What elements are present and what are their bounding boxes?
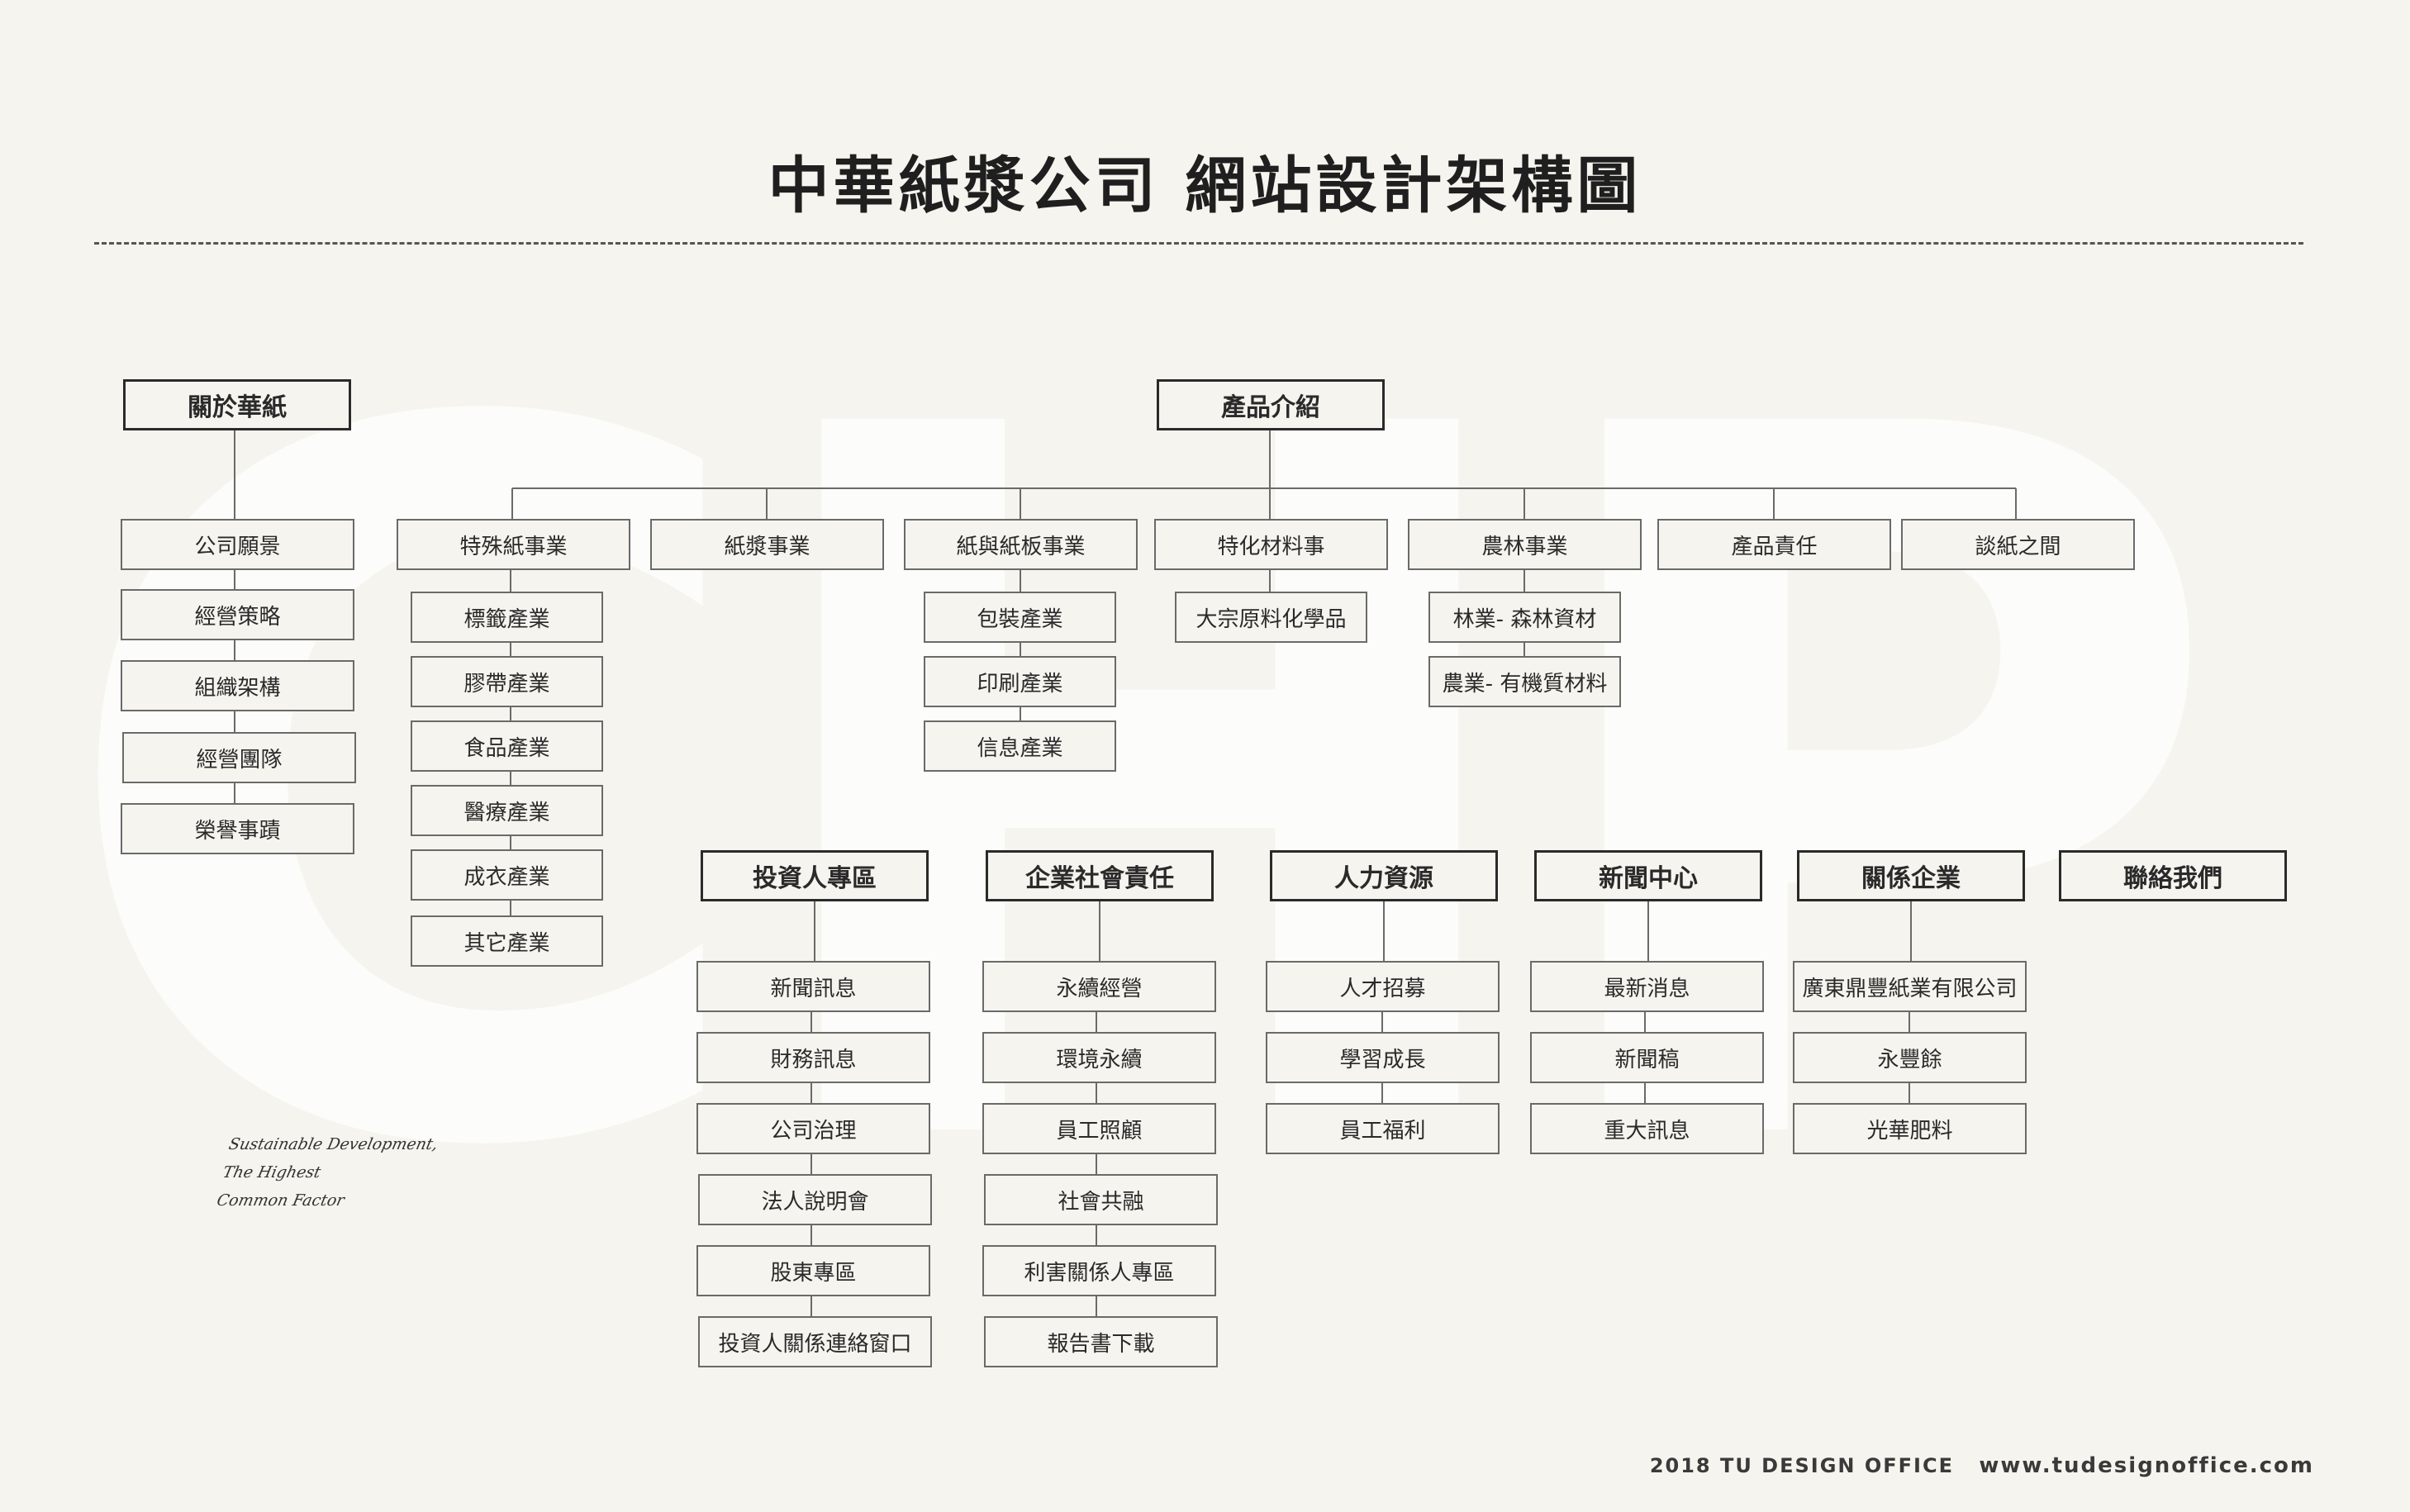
materials-item[interactable]: 大宗原料化學品 <box>1175 592 1367 643</box>
csr-item[interactable]: 社會共融 <box>984 1174 1218 1225</box>
product-category-paper-talk[interactable]: 談紙之間 <box>1901 519 2135 570</box>
about-team[interactable]: 經營團隊 <box>122 732 356 783</box>
product-category-paperboard[interactable]: 紙與紙板事業 <box>904 519 1138 570</box>
specialty-item[interactable]: 成衣產業 <box>411 849 603 901</box>
paperboard-item[interactable]: 包裝產業 <box>924 592 1116 643</box>
signature-line: Common Factor <box>215 1191 346 1210</box>
nav-products[interactable]: 產品介紹 <box>1157 379 1385 430</box>
investors-item[interactable]: 投資人關係連絡窗口 <box>698 1316 932 1367</box>
investors-item[interactable]: 新聞訊息 <box>696 961 930 1012</box>
news-item[interactable]: 重大訊息 <box>1530 1103 1764 1154</box>
affiliate-item[interactable]: 廣東鼎豐紙業有限公司 <box>1793 961 2027 1012</box>
about-strategy[interactable]: 經營策略 <box>121 589 354 640</box>
agroforestry-item[interactable]: 林業- 森林資材 <box>1428 592 1621 643</box>
product-category-specialty-paper[interactable]: 特殊紙事業 <box>397 519 630 570</box>
nav-contact[interactable]: 聯絡我們 <box>2059 850 2287 901</box>
footer-url[interactable]: www.tudesignoffice.com <box>1979 1453 2314 1478</box>
csr-item[interactable]: 員工照顧 <box>982 1103 1216 1154</box>
investors-item[interactable]: 股東專區 <box>696 1245 930 1296</box>
product-category-responsibility[interactable]: 產品責任 <box>1657 519 1891 570</box>
nav-investors[interactable]: 投資人專區 <box>701 850 929 901</box>
signature-line: The Highest <box>221 1163 323 1182</box>
footer-credit: 2018 TU DESIGN OFFICE <box>1649 1454 1954 1477</box>
investors-item[interactable]: 公司治理 <box>696 1103 930 1154</box>
investors-item[interactable]: 法人說明會 <box>698 1174 932 1225</box>
nav-about[interactable]: 關於華紙 <box>123 379 351 430</box>
specialty-item[interactable]: 標籤產業 <box>411 592 603 643</box>
affiliate-item[interactable]: 光華肥料 <box>1793 1103 2027 1154</box>
nav-affiliates[interactable]: 關係企業 <box>1797 850 2025 901</box>
news-item[interactable]: 新聞稿 <box>1530 1032 1764 1083</box>
csr-item[interactable]: 永續經營 <box>982 961 1216 1012</box>
investors-item[interactable]: 財務訊息 <box>696 1032 930 1083</box>
specialty-item[interactable]: 食品產業 <box>411 720 603 772</box>
news-item[interactable]: 最新消息 <box>1530 961 1764 1012</box>
paperboard-item[interactable]: 印刷產業 <box>924 656 1116 707</box>
title-divider <box>94 242 2303 245</box>
agroforestry-item[interactable]: 農業- 有機質材料 <box>1428 656 1621 707</box>
about-vision[interactable]: 公司願景 <box>121 519 354 570</box>
about-organization[interactable]: 組織架構 <box>121 660 354 711</box>
specialty-item[interactable]: 其它產業 <box>411 915 603 967</box>
product-category-agroforestry[interactable]: 農林事業 <box>1408 519 1642 570</box>
hr-item[interactable]: 人才招募 <box>1266 961 1500 1012</box>
hr-item[interactable]: 員工福利 <box>1266 1103 1500 1154</box>
nav-news-center[interactable]: 新聞中心 <box>1534 850 1762 901</box>
product-category-pulp[interactable]: 紙漿事業 <box>650 519 884 570</box>
csr-item[interactable]: 環境永續 <box>982 1032 1216 1083</box>
page-title: 中華紙漿公司 網站設計架構圖 <box>768 150 1642 221</box>
csr-item[interactable]: 利害關係人專區 <box>982 1245 1216 1296</box>
about-honors[interactable]: 榮譽事蹟 <box>121 803 354 854</box>
paperboard-item[interactable]: 信息產業 <box>924 720 1116 772</box>
footer: 2018 TU DESIGN OFFICE www.tudesignoffice… <box>1650 1453 2314 1478</box>
signature: Sustainable Development, The Highest Com… <box>214 1130 440 1215</box>
specialty-item[interactable]: 膠帶產業 <box>411 656 603 707</box>
nav-human-resources[interactable]: 人力資源 <box>1270 850 1498 901</box>
csr-item[interactable]: 報告書下載 <box>984 1316 1218 1367</box>
nav-csr[interactable]: 企業社會責任 <box>986 850 1214 901</box>
signature-line: Sustainable Development, <box>226 1135 440 1153</box>
hr-item[interactable]: 學習成長 <box>1266 1032 1500 1083</box>
affiliate-item[interactable]: 永豐餘 <box>1793 1032 2027 1083</box>
specialty-item[interactable]: 醫療產業 <box>411 785 603 836</box>
product-category-specialty-materials[interactable]: 特化材料事 <box>1154 519 1388 570</box>
